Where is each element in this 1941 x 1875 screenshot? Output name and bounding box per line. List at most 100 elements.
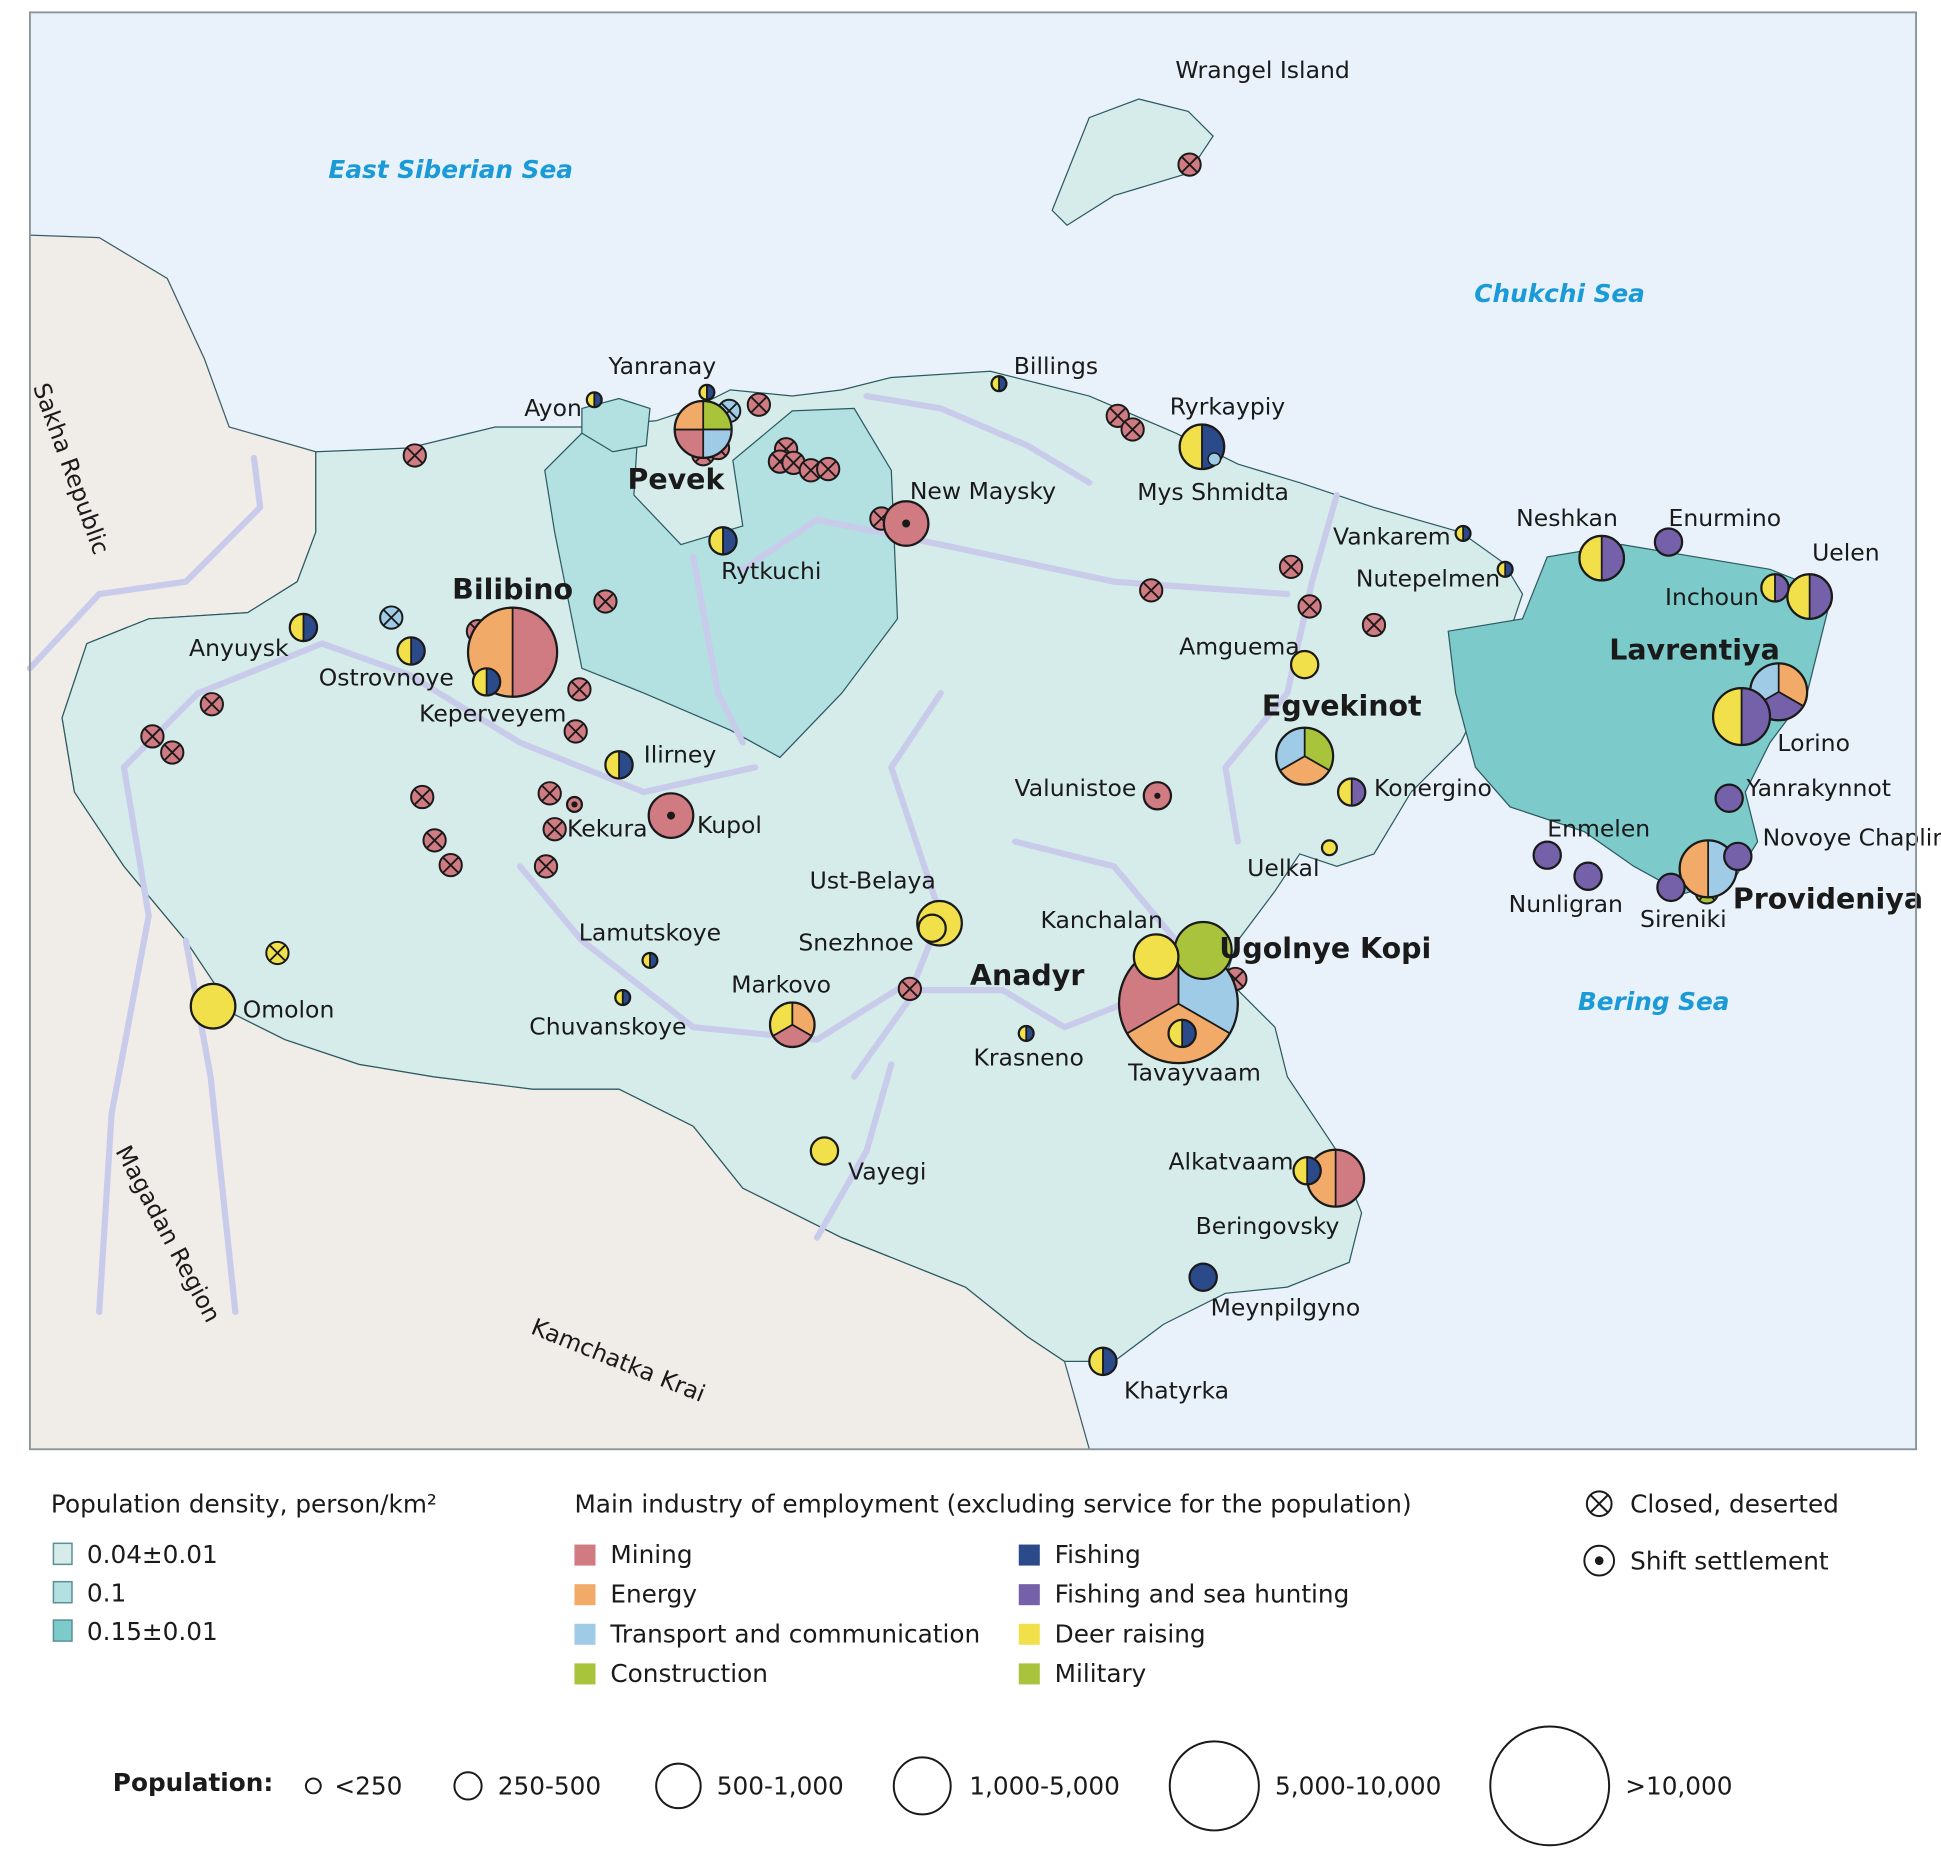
settlement-marker [1336,777,1367,807]
settlement-label: Enmelen [1547,815,1650,843]
settlement-label: Ugolnye Kopi [1219,932,1431,965]
closed-label: Closed, deserted [1630,1489,1839,1518]
river [863,392,1093,486]
closed-settlement-icon [140,724,165,749]
closed-symbol-icon [1585,1490,1613,1518]
settlement-label: Krasneno [973,1044,1083,1072]
settlement-label: Uelen [1812,539,1880,567]
shift-settlement-dot-icon [902,519,911,528]
closed-settlement-icon [160,740,185,765]
settlement-label: Inchoun [1665,583,1759,611]
settlement-marker [1760,573,1790,603]
settlement-label: Nutepelmen [1356,565,1500,593]
marker-outline [641,951,659,969]
sea-label-east-siberian: East Siberian Sea [328,155,573,184]
settlement-marker [917,913,947,943]
density-legend-title: Population density, person/km² [51,1489,437,1518]
settlement-label: Bilibino [452,573,573,606]
legend: Population density, person/km² 0.04±0.01… [51,1489,1839,1847]
settlement-marker [708,526,738,556]
closed-settlement-icon [897,976,922,1001]
density-swatch [52,1580,73,1604]
pie-slice [1320,839,1338,857]
marker-outline [1454,524,1472,542]
settlement-label: Yanrakynnot [1745,774,1891,802]
settlement-label: Ilirney [644,740,717,768]
settlement-label: Meynpilgyno [1211,1294,1361,1322]
river [813,1061,895,1241]
marker-outline [1088,1346,1118,1377]
settlement-label: Amguema [1179,633,1300,661]
closed-settlement-icon [1105,403,1130,428]
marker-outline [1275,726,1335,786]
settlement-marker [1017,1024,1035,1042]
map-border [28,11,1917,1451]
settlement-marker [604,750,634,780]
population-label: 500-1,000 [717,1772,844,1801]
marker-outline [396,636,426,666]
pie-slice [1656,872,1686,903]
settlement-marker [1292,1156,1322,1186]
settlement-marker [809,1136,840,1166]
settlement-label: Ayon [524,394,582,422]
population-circle [1168,1740,1260,1832]
closed-settlement-icon [438,852,463,878]
closed-settlement-icon [265,940,290,966]
marker-outline [585,391,603,409]
pie-slice [1532,840,1562,870]
population-circle [655,1762,702,1810]
population-legend-title: Population: [113,1768,274,1797]
settlement-label: Kanchalan [1041,906,1163,934]
density-swatch [52,1542,73,1566]
population-label: 1,000-5,000 [969,1772,1120,1801]
closed-settlement-icon [1361,612,1387,638]
settlement-marker [1167,1018,1197,1049]
settlement-marker [471,667,502,697]
settlement-marker [189,982,237,1030]
river [516,689,944,1043]
industry-legend-title: Main industry of employment (excluding s… [574,1489,1411,1518]
settlement-marker [1714,783,1744,813]
settlement-label: Billings [1014,352,1098,380]
population-label: 5,000-10,000 [1275,1772,1441,1801]
settlement-marker [698,383,716,401]
industry-label: Energy [610,1580,697,1609]
marker-outline [1578,534,1626,582]
settlement-marker [990,375,1008,393]
settlement-marker [1496,560,1514,578]
density-label: 0.1 [87,1578,126,1607]
settlement-label: Provideniya [1733,882,1923,915]
settlement-label: Ryrkaypiy [1170,393,1286,421]
closed-settlement-icon [1139,578,1164,603]
population-label: 250-500 [498,1772,601,1801]
marker-outline [1786,573,1833,620]
river [96,640,759,1315]
marker-outline [466,606,559,698]
settlement-marker [1188,1262,1218,1292]
settlement-label: Anadyr [970,959,1084,992]
settlement-label: Ust-Belaya [810,867,936,895]
marker-outline [288,612,319,643]
settlement-marker [1088,1346,1118,1377]
closed-settlement-icon [542,817,567,842]
industry-swatch [574,1544,596,1566]
rivers [26,392,1340,1315]
river [739,516,1291,598]
industry-label: Mining [610,1540,692,1569]
pie-slice [1573,861,1603,891]
settlement-marker [1786,573,1833,620]
settlement-marker [647,792,695,839]
settlement-label: Lamutskoye [579,919,721,947]
industry-swatch [1018,1584,1040,1606]
closed-settlement-icon [402,443,427,468]
settlement-label: Anyuysk [189,634,289,662]
ayon-island [581,397,651,453]
closed-settlement-icon [533,854,559,879]
pie-slice [1132,933,1180,981]
closed-settlement-icon [563,719,588,744]
settlement-label: Kekura [567,815,648,843]
settlement-label: Rytkuchi [721,557,821,585]
settlement-label: Novoye Chaplino [1763,823,1941,851]
